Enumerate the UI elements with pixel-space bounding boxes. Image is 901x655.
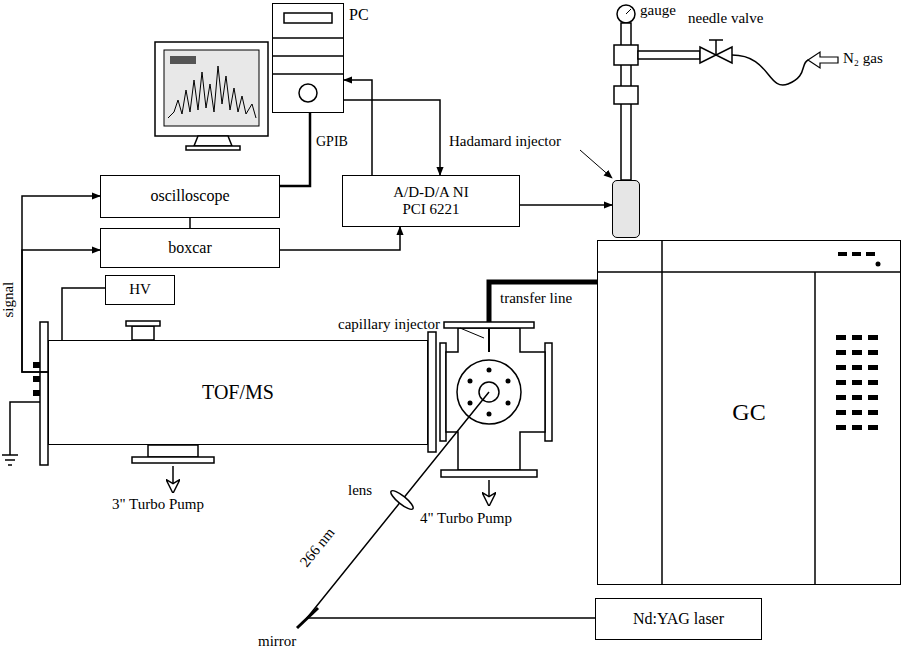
pump-label: 3" Turbo Pump [112,496,204,513]
pump-label: 4" Turbo Pump [420,510,512,527]
pc-tower: PC [272,3,344,113]
node-text: PC [349,6,369,24]
connector [189,218,191,228]
instrument-box: oscilloscope [100,175,280,218]
node-text: boxcar [168,239,212,257]
laser-box: Nd:YAG laser [595,598,762,640]
node-text: HV [129,281,151,298]
part-label: gauge [640,2,676,19]
node-text: A/D-D/A NI PCI 6221 [386,184,476,219]
gc-instrument: GC [597,240,901,585]
node-text: GC [732,399,765,427]
part-label: lens [348,482,372,499]
connector [344,100,440,175]
tof-tube: TOF/MS [48,340,428,445]
injector-body: Hadamard injector [612,180,640,238]
node-text: oscilloscope [150,187,229,205]
part-label: needle valve [688,10,763,27]
wavelength-label: 266 nm [297,525,339,571]
part-label: mirror [258,633,296,650]
node-text: Nd:YAG laser [633,610,724,628]
connector [280,113,310,186]
daq-box: A/D-D/A NI PCI 6221 [342,175,520,227]
instrument-box: boxcar [100,228,280,268]
gas-label: N₂ gas [843,50,883,67]
connector [62,288,105,340]
connector [344,80,372,175]
node-text: Hadamard injector [449,133,561,150]
edge-label: GPIB [314,134,350,150]
part-label: transfer line [500,290,572,307]
node-text: TOF/MS [202,381,274,404]
connector [280,227,400,250]
part-label: capillary injector [338,316,440,333]
signal-label: signal [0,282,17,318]
connector [520,204,612,206]
power-supply-box: HV [105,275,175,305]
